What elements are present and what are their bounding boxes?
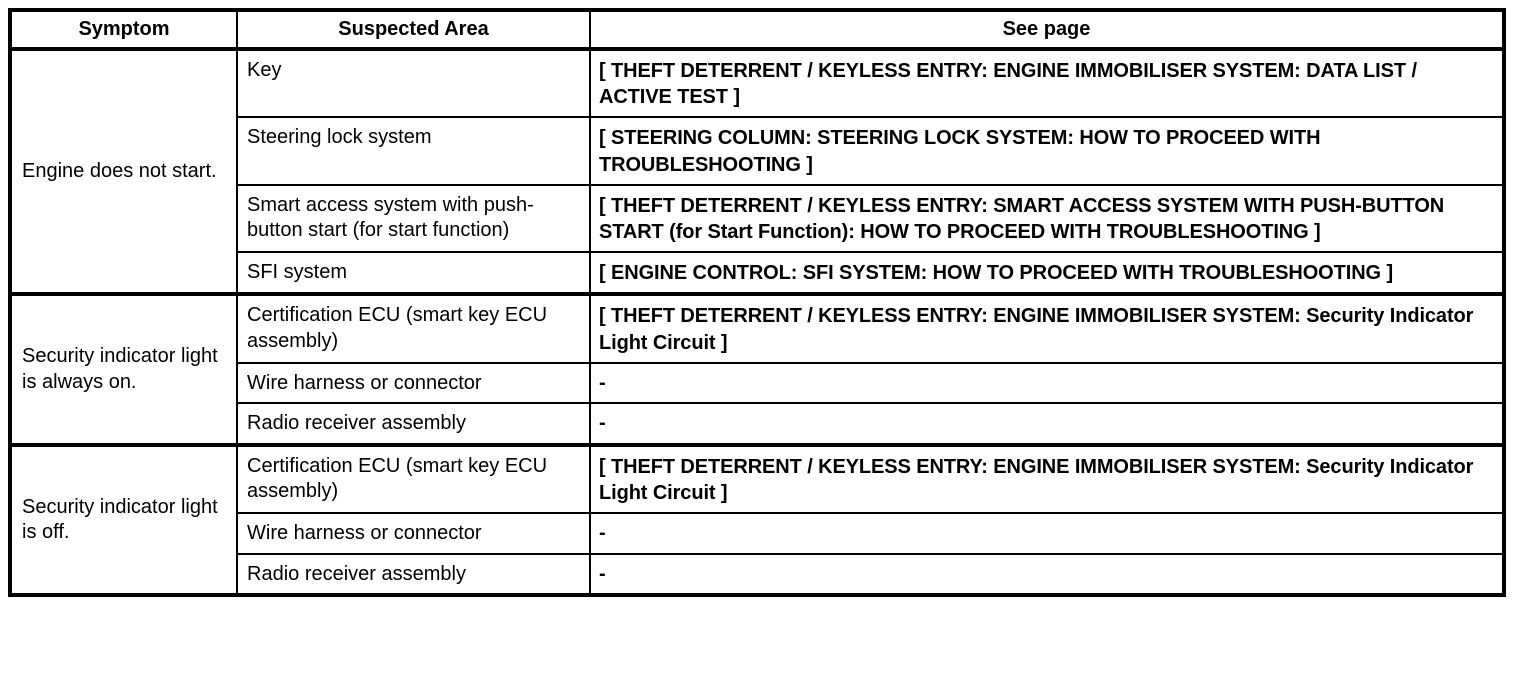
symptom-cell: Security indicator light is off. xyxy=(9,442,238,597)
table-header: Symptom Suspected Area See page xyxy=(9,9,1505,50)
see-page-cell: [ ENGINE CONTROL: SFI SYSTEM: HOW TO PRO… xyxy=(589,251,1505,296)
table-row: Wire harness or connector - xyxy=(10,512,1505,555)
symptom-cell: Security indicator light is always on. xyxy=(9,292,238,446)
see-page-cell: - xyxy=(589,402,1505,446)
table-row: Steering lock system [ STEERING COLUMN: … xyxy=(10,116,1505,186)
table-row: SFI system [ ENGINE CONTROL: SFI SYSTEM:… xyxy=(10,251,1505,296)
table-row: Radio receiver assembly - xyxy=(10,402,1505,446)
see-page-cell: - xyxy=(589,552,1505,597)
suspected-area-cell: Key xyxy=(236,46,591,119)
table-row: Security indicator light is off. Certifi… xyxy=(9,442,1505,597)
suspected-area-cell: Certification ECU (smart key ECU assembl… xyxy=(236,442,591,515)
see-page-cell: [ THEFT DETERRENT / KEYLESS ENTRY: ENGIN… xyxy=(589,46,1505,119)
suspected-area-cell: SFI system xyxy=(236,251,591,296)
table-row: Radio receiver assembly - xyxy=(10,552,1505,597)
table-row: Security indicator light is always on. C… xyxy=(9,292,1505,446)
table-body: Engine does not start. Key [ THEFT DETER… xyxy=(9,46,1505,597)
table-row: Wire harness or connector - xyxy=(10,361,1505,405)
suspected-area-cell: Radio receiver assembly xyxy=(236,552,591,597)
table-row: Engine does not start. Key [ THEFT DETER… xyxy=(9,46,1505,296)
suspected-area-cell: Certification ECU (smart key ECU assembl… xyxy=(236,292,591,364)
see-page-cell: [ THEFT DETERRENT / KEYLESS ENTRY: ENGIN… xyxy=(589,292,1505,364)
see-page-cell: [ THEFT DETERRENT / KEYLESS ENTRY: SMART… xyxy=(589,183,1505,254)
diagnostic-trouble-table: Symptom Suspected Area See page Engine d… xyxy=(8,8,1506,598)
column-header-symptom: Symptom xyxy=(9,9,238,50)
column-header-suspected-area: Suspected Area xyxy=(236,9,591,50)
see-page-cell: - xyxy=(589,512,1505,555)
column-header-see-page: See page xyxy=(589,9,1505,50)
see-page-cell: - xyxy=(589,361,1505,405)
suspected-area-cell: Radio receiver assembly xyxy=(236,402,591,446)
symptom-cell: Engine does not start. xyxy=(9,46,238,296)
suspected-area-cell: Steering lock system xyxy=(236,116,591,186)
table-header-row: Symptom Suspected Area See page xyxy=(9,9,1505,50)
suspected-area-cell: Wire harness or connector xyxy=(236,512,591,555)
see-page-cell: [ STEERING COLUMN: STEERING LOCK SYSTEM:… xyxy=(589,116,1505,186)
table-row: Smart access system with push-button sta… xyxy=(10,183,1505,254)
see-page-cell: [ THEFT DETERRENT / KEYLESS ENTRY: ENGIN… xyxy=(589,442,1505,515)
suspected-area-cell: Smart access system with push-button sta… xyxy=(236,183,591,254)
suspected-area-cell: Wire harness or connector xyxy=(236,361,591,405)
